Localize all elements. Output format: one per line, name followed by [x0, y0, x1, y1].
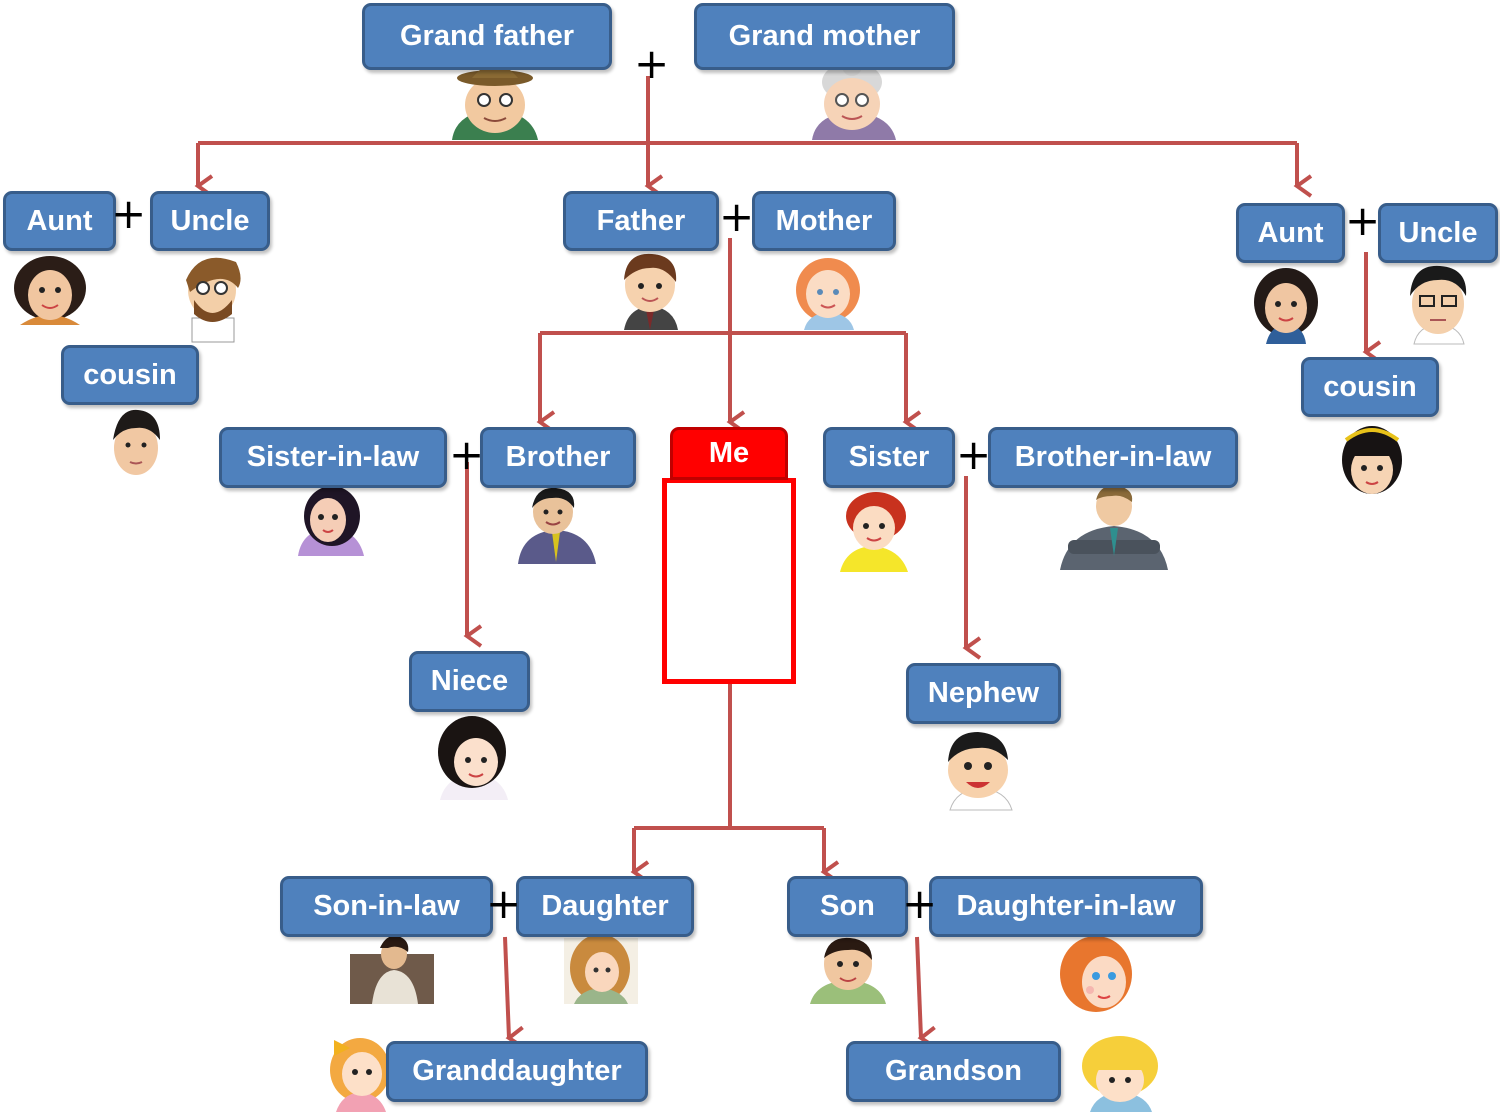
cousin-right-icon [1342, 426, 1402, 494]
mother-box: Mother [752, 191, 896, 251]
son-in-law-icon [350, 935, 434, 1004]
daughter-icon [564, 934, 638, 1004]
plus-son-couple: + [902, 879, 938, 928]
plus-parents: + [719, 192, 755, 241]
brother-in-law-icon [1060, 485, 1168, 570]
me-box: Me [670, 427, 788, 480]
aunt-left-box: Aunt [3, 191, 116, 251]
sister-icon [840, 492, 908, 572]
uncle-right-box: Uncle [1378, 203, 1498, 263]
plus-daughter-couple: + [486, 879, 522, 928]
sister-in-law-box: Sister-in-law [219, 427, 447, 488]
nephew-icon [948, 732, 1013, 811]
sister-box: Sister [823, 427, 955, 488]
mother-icon [796, 258, 860, 330]
aunt-left-icon [14, 256, 86, 325]
grandson-box: Grandson [846, 1041, 1061, 1102]
brother-in-law-box: Brother-in-law [988, 427, 1238, 488]
grandfather-icon [452, 64, 538, 140]
cousin-right-box: cousin [1301, 357, 1439, 417]
aunt-right-box: Aunt [1236, 203, 1345, 263]
son-icon [810, 937, 886, 1004]
sister-in-law-icon [298, 486, 364, 556]
aunt-right-icon [1254, 268, 1318, 344]
plus-aunt-uncle-left: + [111, 189, 147, 238]
plus-aunt-uncle-right: + [1345, 196, 1381, 245]
granddaughter-box: Granddaughter [386, 1041, 648, 1102]
son-box: Son [787, 876, 908, 937]
plus-sister-couple: + [956, 430, 992, 479]
grand-mother-box: Grand mother [694, 3, 955, 70]
plus-grandparents: + [634, 39, 670, 88]
cousin-left-icon [113, 409, 160, 475]
cousin-left-box: cousin [61, 345, 199, 405]
uncle-left-icon [186, 257, 241, 343]
grand-father-box: Grand father [362, 3, 612, 70]
uncle-left-box: Uncle [150, 191, 270, 251]
plus-brother-couple: + [449, 430, 485, 479]
father-box: Father [563, 191, 719, 251]
brother-box: Brother [480, 427, 636, 488]
me-highlight-frame [662, 478, 796, 684]
niece-icon [438, 716, 508, 800]
niece-box: Niece [409, 651, 530, 712]
daughter-in-law-icon [1060, 936, 1132, 1012]
daughter-in-law-box: Daughter-in-law [929, 876, 1203, 937]
brother-icon [518, 487, 596, 564]
son-in-law-box: Son-in-law [280, 876, 493, 937]
nephew-box: Nephew [906, 663, 1061, 724]
daughter-box: Daughter [516, 876, 694, 937]
uncle-right-icon [1410, 265, 1467, 345]
granddaughter-icon [330, 1038, 390, 1112]
connector-lines [194, 76, 1382, 1050]
grandson-icon [1082, 1036, 1158, 1112]
father-icon [624, 253, 678, 330]
grandmother-icon [812, 56, 896, 140]
